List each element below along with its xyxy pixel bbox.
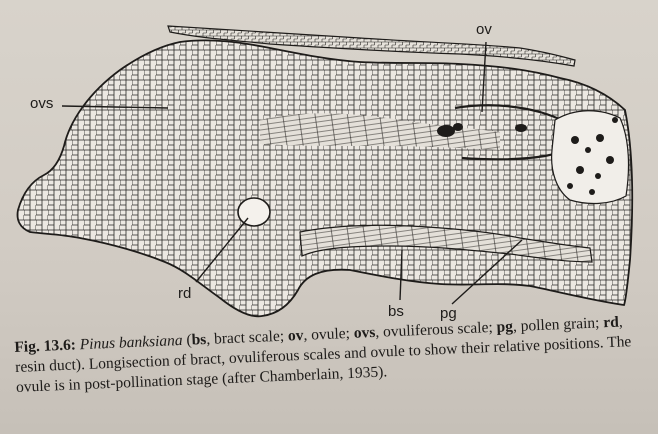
caption-text: , ovuliferous scale; [375,319,497,341]
label-bs: bs [388,304,404,319]
caption-abbrev-ovs: ovs [353,324,375,342]
caption-abbrev-bs: bs [191,331,206,349]
nucellus-region [552,111,629,204]
caption-abbrev-ov: ov [288,327,304,345]
caption-fig-number: Fig. 13.6: [14,336,76,356]
caption-text: , pollen grain; [513,314,604,335]
caption-text: , ovule; [303,325,354,344]
caption-abbrev-rd: rd [603,314,619,332]
caption-abbrev-pg: pg [496,318,513,336]
caption-species: Pinus banksiana [79,332,183,353]
label-ov: ov [476,22,492,37]
label-ovs: ovs [30,96,53,111]
caption-text: , bract scale; [206,328,288,348]
resin-duct [238,198,270,226]
ovuliferous-scale-outline [18,40,633,316]
label-rd: rd [178,286,191,301]
